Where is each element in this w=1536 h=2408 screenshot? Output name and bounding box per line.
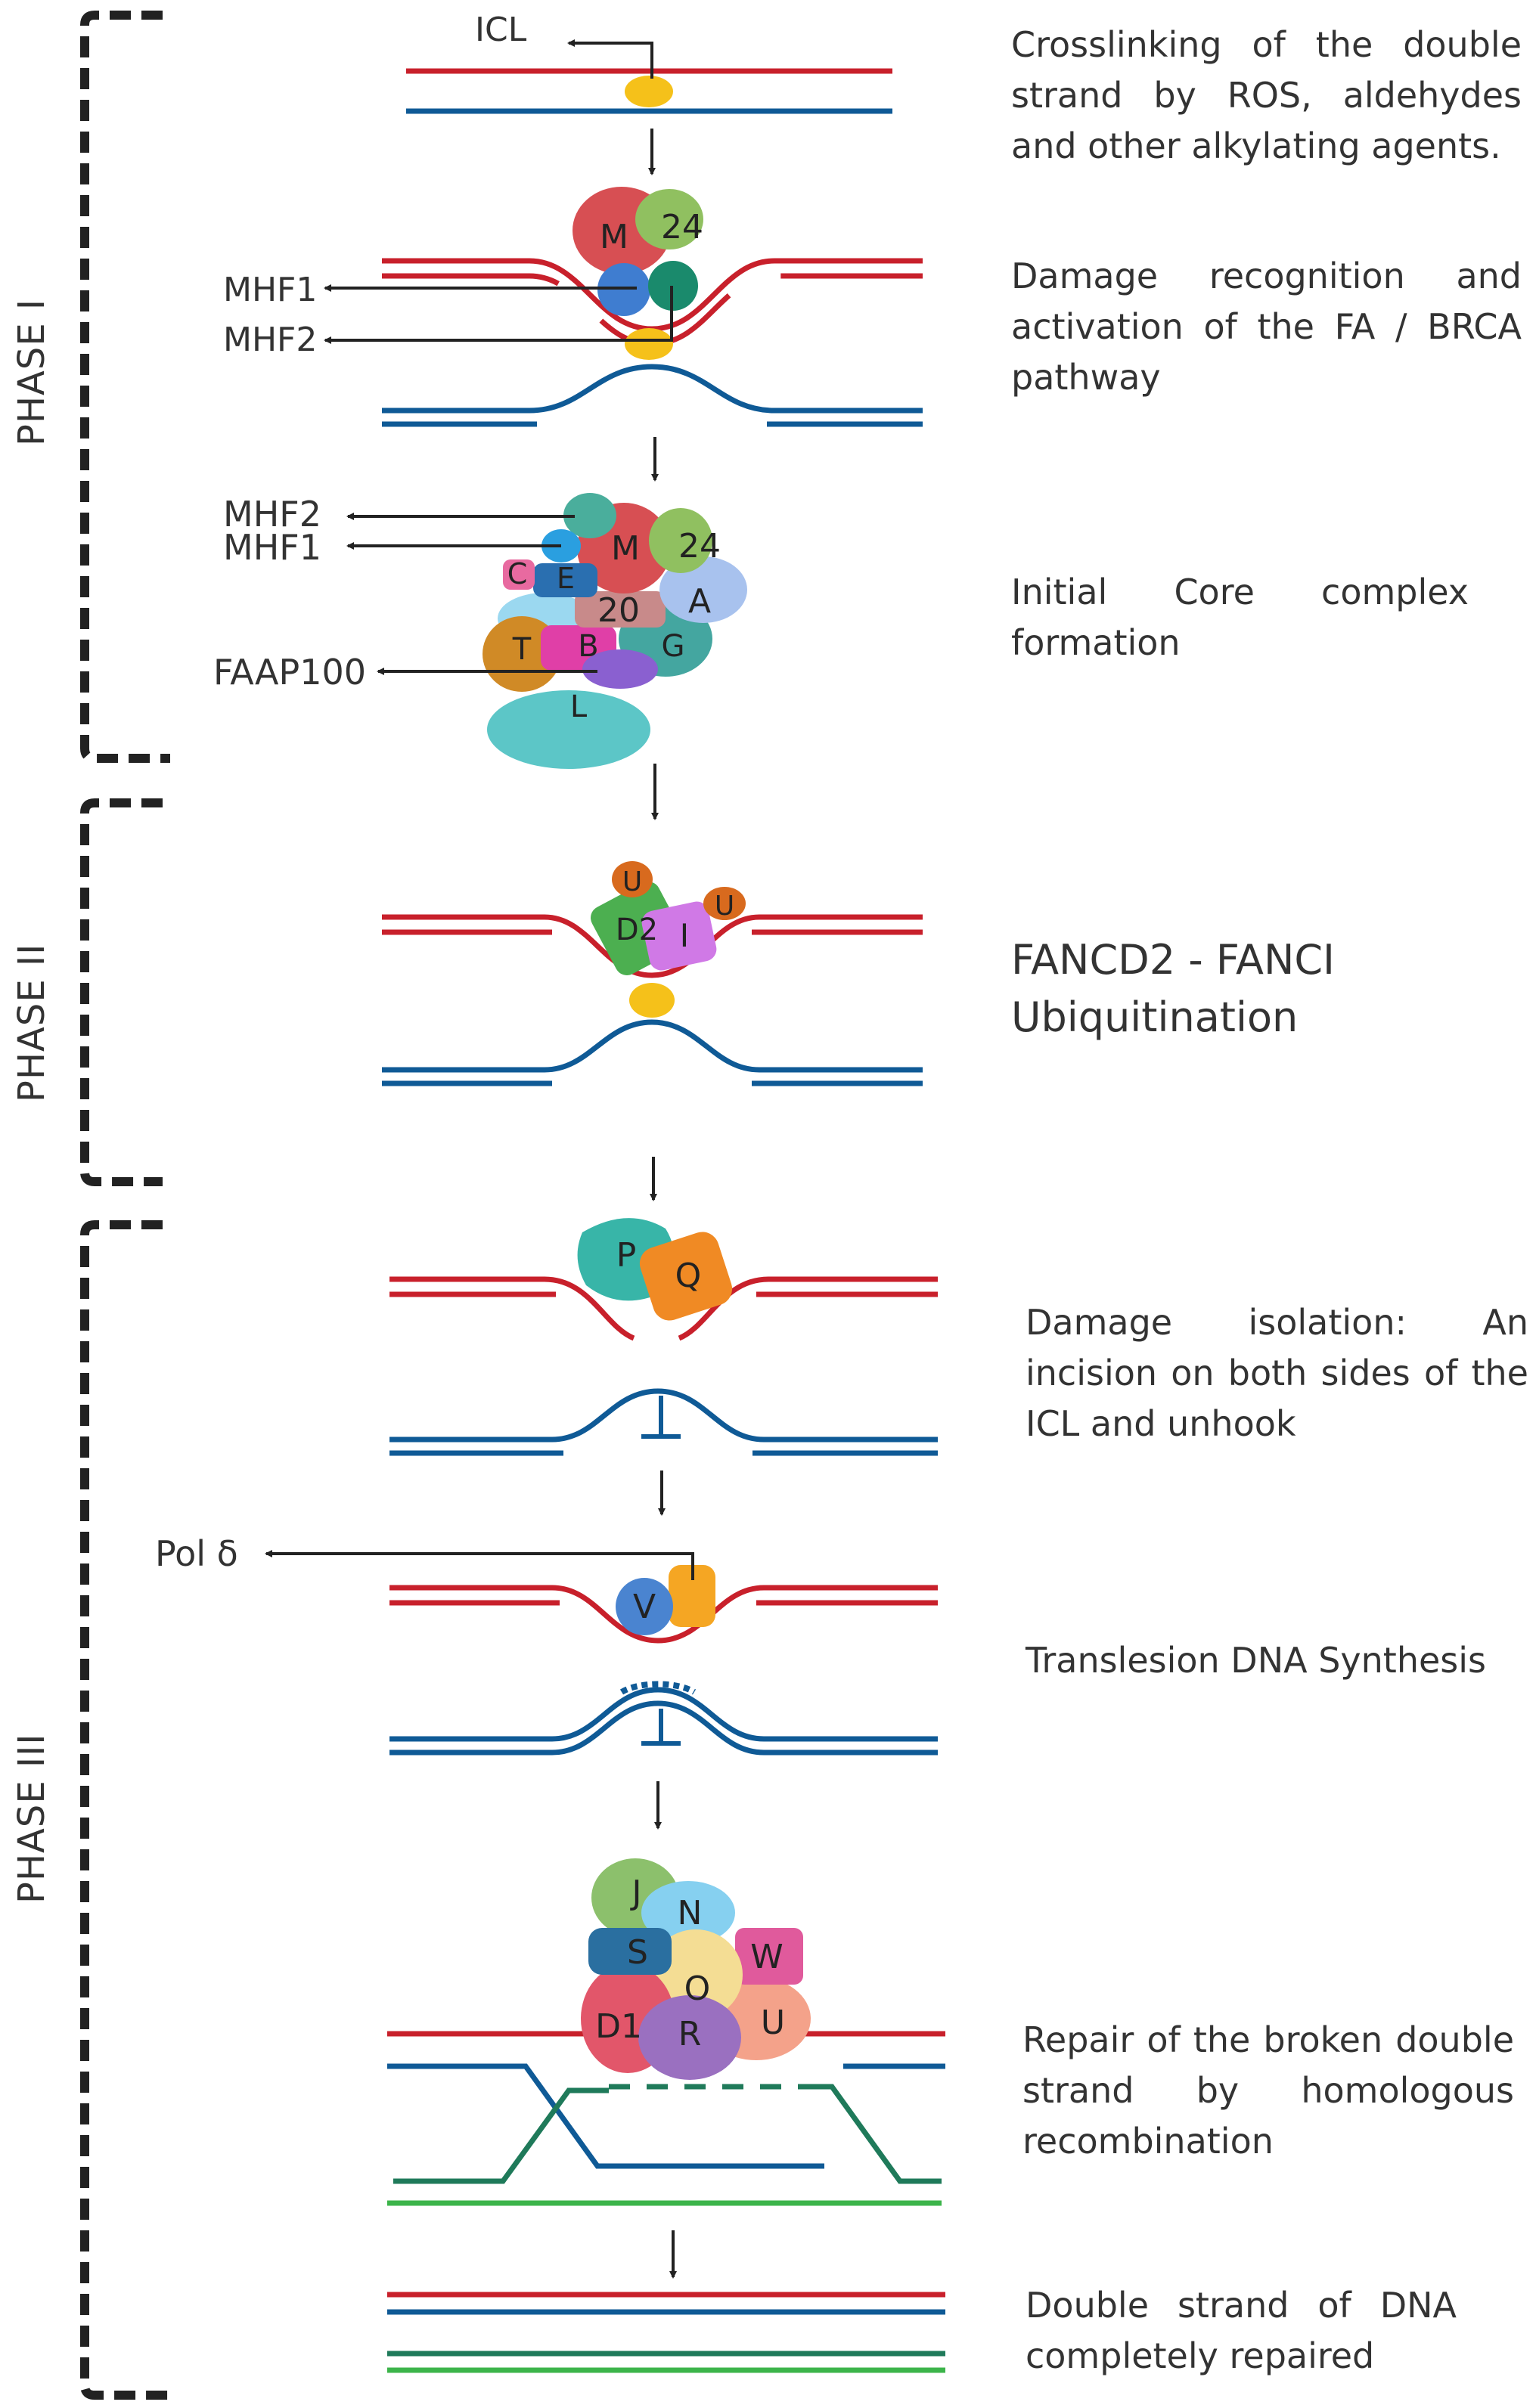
step7-dna (387, 2031, 945, 2206)
protein-c: C (507, 557, 528, 590)
protein-s: S (627, 1933, 648, 1972)
step8-description: Double strand of DNA completely repaired (1026, 2285, 1457, 2376)
step7-complex (581, 1858, 811, 2080)
step3-description: Initial Core complex formation (1011, 572, 1469, 663)
protein-j: J (630, 1873, 642, 1912)
step4-dna (382, 914, 923, 1086)
protein-m2: M (611, 529, 640, 568)
pol-delta-arrow (265, 1550, 694, 1580)
phase3-bracket (80, 1220, 174, 2400)
step4-complex (591, 861, 746, 975)
mhf2-arrow-a (324, 286, 673, 344)
protein-d1: D1 (595, 2007, 642, 2046)
protein-u3: U (761, 2004, 785, 2042)
protein-d2: D2 (616, 913, 658, 947)
protein-a: A (688, 582, 711, 621)
step8-dna (387, 2292, 945, 2373)
step6-complex (616, 1565, 715, 1635)
phase2-bracket (80, 798, 163, 1186)
step5-complex (577, 1218, 733, 1321)
protein-t: T (512, 632, 532, 667)
protein-r: R (678, 2015, 702, 2053)
protein-24: 24 (661, 208, 703, 246)
protein-m: M (600, 218, 628, 256)
step2-description: Damage recognition and activation of the… (1011, 256, 1522, 398)
protein-q: Q (675, 1257, 702, 1295)
step6-description: Translesion DNA Synthesis (1026, 1640, 1487, 1681)
phase1-bracket (80, 11, 170, 763)
step5-description: Damage isolation: An incision on both si… (1026, 1302, 1528, 1444)
step1-dna (406, 39, 892, 114)
icl-label: ICL (475, 11, 527, 49)
phase-1-label: PHASE I (11, 298, 53, 446)
protein-g: G (662, 629, 685, 664)
protein-20: 20 (597, 591, 640, 630)
unhook-mark-step6 (641, 1709, 681, 1746)
protein-l: L (570, 690, 588, 724)
protein-u1: U (622, 866, 642, 897)
unhook-mark-step5 (641, 1396, 681, 1439)
step1-description: Crosslinking of the double strand by ROS… (1011, 24, 1522, 166)
mhf1-label-b: MHF1 (223, 527, 322, 568)
protein-w: W (750, 1938, 784, 1976)
icl-arrow (567, 39, 653, 79)
pol-delta-label: Pol δ (155, 1533, 238, 1574)
protein-labels: M 24 M 24 C E 20 A T B G L U D2 I U P Q … (507, 208, 785, 2053)
phase-brackets (80, 11, 174, 2400)
faap100-label: FAAP100 (213, 652, 366, 693)
protein-p: P (616, 1236, 637, 1275)
crosslink-icl (625, 76, 673, 107)
step2-dna (382, 258, 923, 427)
protein-i: I (680, 917, 689, 954)
phase-3-label: PHASE III (11, 1733, 53, 1904)
mhf1-label-a: MHF1 (223, 271, 318, 309)
protein-e: E (557, 562, 575, 595)
protein-u2: U (715, 891, 734, 922)
phase-2-label: PHASE II (11, 943, 53, 1102)
mhf2-label-b: MHF2 (223, 494, 322, 535)
protein-24b: 24 (678, 527, 721, 566)
protein-b: B (578, 629, 598, 664)
protein-v: V (633, 1588, 656, 1626)
step4-description: FANCD2 - FANCI Ubiquitination (1011, 936, 1335, 1041)
mhf2-label-a: MHF2 (223, 321, 318, 359)
protein-n: N (678, 1894, 703, 1932)
crosslink-step4 (629, 983, 675, 1018)
crosslink-step2 (625, 328, 673, 360)
step6-dna (389, 1585, 938, 1756)
protein-o: O (684, 1969, 711, 2008)
step7-description: Repair of the broken double strand by ho… (1022, 2019, 1514, 2162)
